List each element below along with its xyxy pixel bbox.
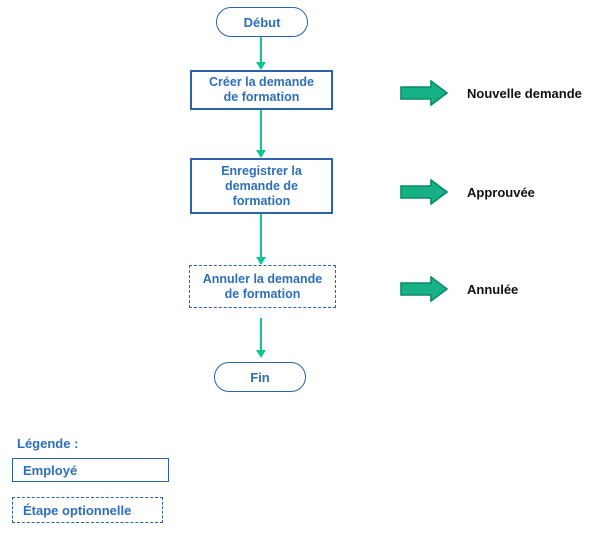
annotation-label: Annulée (467, 281, 519, 297)
flow-node-register-request: Enregistrer la demande de formation (190, 158, 333, 214)
connector-arrowhead-icon (256, 150, 266, 158)
connector-line (260, 110, 262, 150)
connector-arrowhead-icon (256, 62, 266, 70)
annotation-label: Nouvelle demande (467, 85, 582, 101)
annotation-row: Nouvelle demande (400, 80, 582, 106)
connector-line (260, 214, 262, 257)
connector-line (260, 37, 262, 62)
flow-node-cancel-request: Annuler la demande de formation (189, 265, 336, 308)
annotation-label: Approuvée (467, 184, 535, 200)
annotation-row: Approuvée (400, 179, 535, 205)
block-arrow-right-icon (400, 179, 448, 205)
legend-title: Légende : (17, 436, 79, 451)
flow-node-create-request: Créer la demande de formation (190, 70, 333, 110)
connector-arrowhead-icon (256, 350, 266, 358)
block-arrow-right-icon (400, 276, 448, 302)
connector-arrowhead-icon (256, 257, 266, 265)
block-arrow-right-icon (400, 80, 448, 106)
annotation-row: Annulée (400, 276, 518, 302)
legend-item-employee: Employé (12, 458, 169, 482)
flow-node-start: Début (216, 7, 308, 37)
flow-node-end: Fin (214, 362, 306, 392)
connector-line (260, 318, 262, 350)
legend-item-optional-step: Étape optionnelle (12, 497, 163, 523)
